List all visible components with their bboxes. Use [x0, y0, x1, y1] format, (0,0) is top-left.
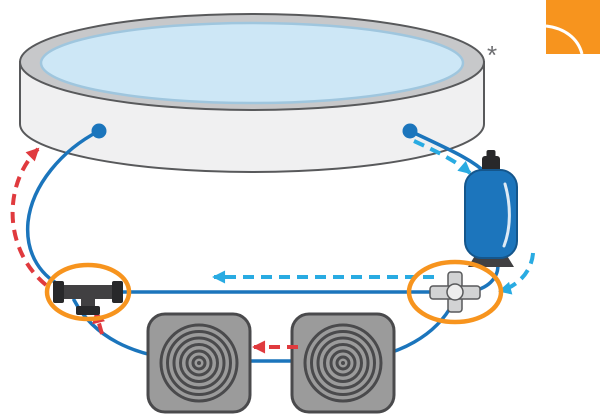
tee-cap-left: [53, 281, 64, 303]
footnote-marker: *: [487, 40, 497, 70]
flow-arrow-pool-to-tank: [413, 139, 472, 175]
coil-ring: [310, 330, 376, 396]
coil-ring: [191, 355, 207, 371]
pipe-return-left: [25, 129, 101, 290]
highlight-ring-tee: [44, 262, 132, 322]
t-fitting: [53, 281, 123, 315]
coil-ring: [159, 323, 239, 403]
filter-tank-body: [464, 169, 518, 259]
coil-ring: [316, 336, 370, 390]
tee-cap-bottom: [76, 306, 100, 315]
brand-logo: [545, 0, 600, 55]
coil-ring: [329, 349, 357, 377]
pool-water: [39, 21, 465, 105]
highlight-ring-valve: [406, 259, 504, 325]
coil-ring: [323, 343, 363, 383]
filter-tank: [464, 150, 518, 267]
coil-center: [197, 361, 201, 365]
tee-cap-right: [112, 281, 123, 303]
coil-center: [341, 361, 345, 365]
tee-stub: [81, 296, 95, 308]
pool: [19, 13, 485, 173]
solar-collector-left: [146, 312, 252, 414]
pool-inlet-port: [91, 123, 107, 139]
filter-tank-highlight: [502, 182, 511, 248]
solar-collector-right: [290, 312, 396, 414]
pipe-collector-loop: [72, 298, 455, 363]
pool-outlet-port: [402, 123, 418, 139]
tee-horizontal: [60, 285, 116, 299]
coil-ring: [172, 336, 226, 390]
coil-ring: [335, 355, 351, 371]
coil-ring: [185, 349, 213, 377]
bypass-valve: [429, 271, 481, 313]
flow-arrow-tank-to-valve: [498, 252, 535, 295]
valve-hub: [446, 283, 464, 301]
coil-ring: [166, 330, 232, 396]
return-arrow-left-riser: [10, 147, 48, 287]
coil-ring: [303, 323, 383, 403]
coil-ring: [179, 343, 219, 383]
supply-flow-arrows: [212, 139, 535, 295]
brand-logo-arc: [545, 24, 584, 55]
